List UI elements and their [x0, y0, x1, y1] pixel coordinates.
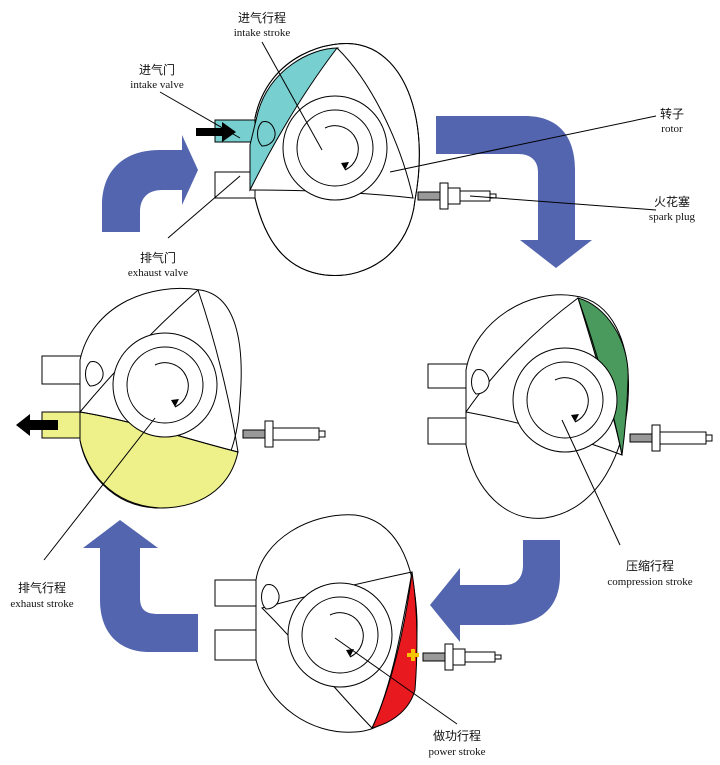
leader-lines: [43, 41, 657, 725]
engine-intake: [196, 43, 497, 277]
power-stroke-label-zh: 做功行程: [433, 728, 481, 743]
intake-stroke-label-zh: 进气行程: [238, 10, 286, 25]
spark-plug-label-zh: 火花塞: [654, 194, 690, 209]
arrow-exhaust: [83, 520, 198, 652]
exhaust-valve-label-zh: 排气门: [140, 250, 176, 265]
arrow-power: [430, 540, 560, 642]
intake-flow-arrow: [196, 122, 236, 142]
engine-exhaust: [16, 287, 326, 509]
exhaust-stroke-label-en: exhaust stroke: [10, 598, 73, 610]
compression-stroke-label-en: compression stroke: [607, 576, 692, 588]
intake-valve-label-en: intake valve: [130, 79, 184, 91]
intake-stroke-label-en: intake stroke: [234, 27, 291, 39]
spark-plug-label-en: spark plug: [649, 211, 696, 223]
engine-power: [214, 514, 502, 733]
engine-compression: [427, 294, 713, 519]
exhaust-valve-label-en: exhaust valve: [128, 267, 188, 279]
power-stroke-label-en: power stroke: [428, 746, 485, 758]
arrow-intake: [102, 135, 198, 232]
rotor-label-zh: 转子: [660, 106, 684, 121]
exhaust-stroke-label-zh: 排气行程: [18, 580, 66, 595]
exhaust-flow-arrow: [16, 414, 58, 436]
rotor-label-en: rotor: [661, 123, 683, 135]
compression-stroke-label-zh: 压缩行程: [626, 558, 674, 573]
spark-icon: [407, 649, 419, 661]
intake-valve-label-zh: 进气门: [139, 62, 175, 77]
power-chamber: [371, 571, 418, 729]
